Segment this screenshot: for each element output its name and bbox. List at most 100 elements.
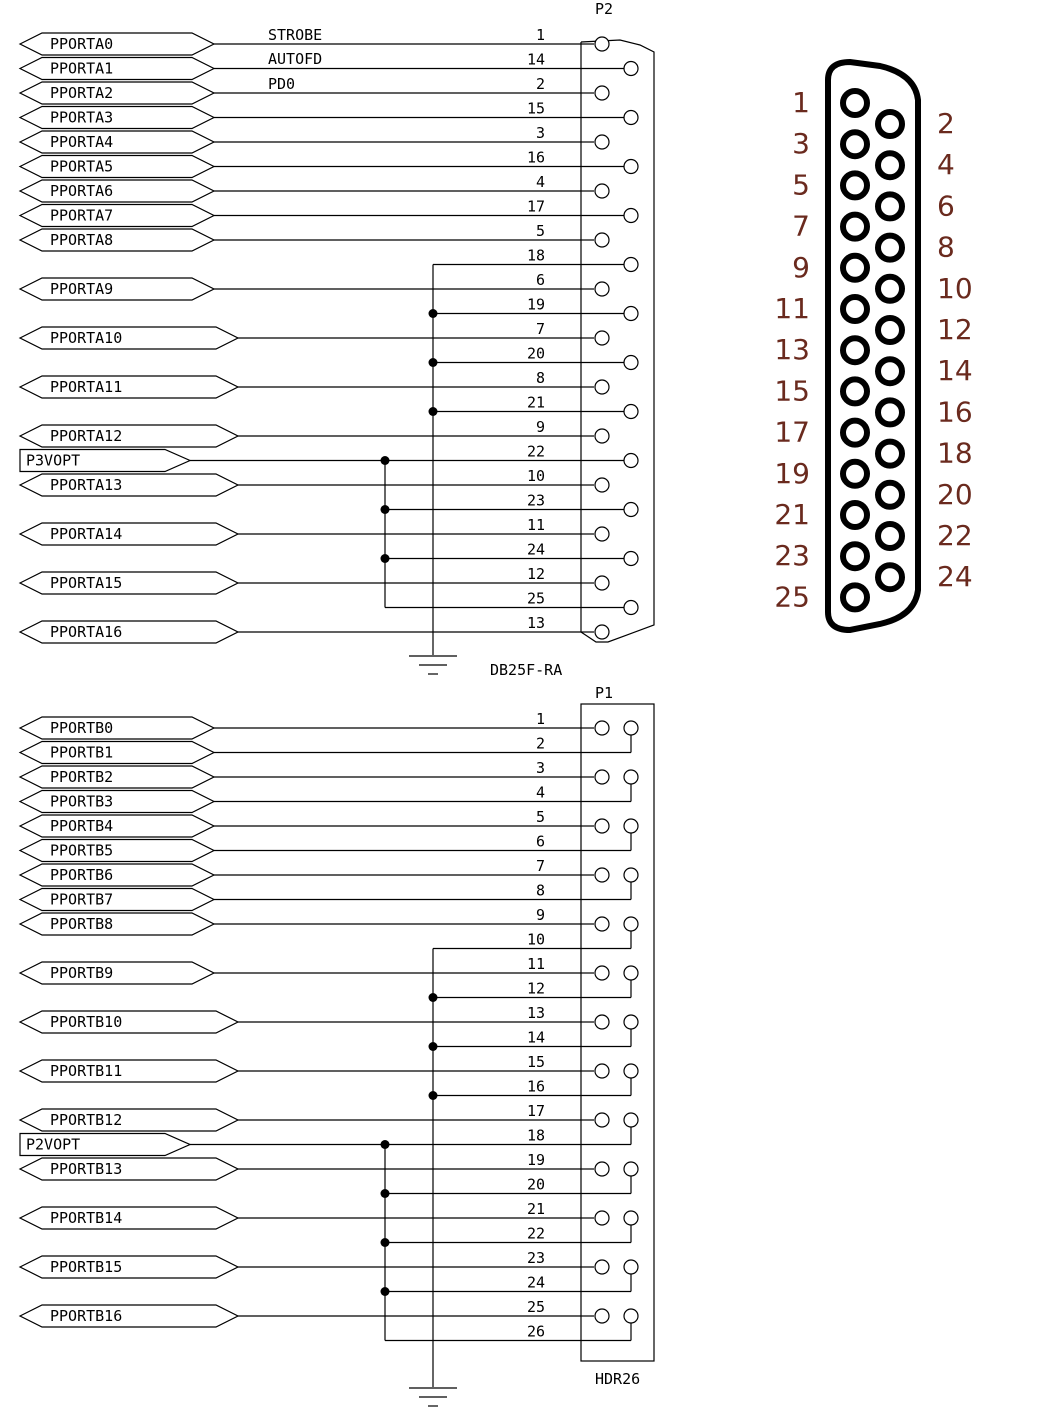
db25-pin-label: 23 <box>774 539 810 572</box>
pportb-port-label: PPORTB4 <box>50 817 113 835</box>
p1-pin-number: 23 <box>527 1249 545 1267</box>
junction-dot <box>380 505 390 514</box>
db25-pin-label: 7 <box>792 210 810 243</box>
p1-pin-number: 26 <box>527 1323 545 1341</box>
db25-pin-hole <box>840 376 870 407</box>
p2-pin-number: 22 <box>527 443 545 461</box>
pporta-port-label: PPORTA4 <box>50 133 113 151</box>
db25-pin-hole <box>840 252 870 283</box>
pporta-port-label: PPORTA12 <box>50 427 122 445</box>
db25-pin-hole <box>875 315 905 345</box>
db25-pin-hole <box>875 273 905 304</box>
p2-pin-number: 13 <box>527 614 545 632</box>
p1-pin-contact <box>594 1063 610 1079</box>
p1-pin-number: 2 <box>536 735 545 753</box>
p2-pin-contact <box>594 85 610 101</box>
p1-pin-number: 20 <box>527 1176 545 1194</box>
p2-pin-contact <box>594 575 610 591</box>
db25-front-view: 1357911131517192123252468101214161820222… <box>774 86 972 613</box>
p1-part-label: HDR26 <box>595 1370 640 1388</box>
p1-pin-contact <box>594 867 610 883</box>
p2-pin-contact <box>594 36 610 52</box>
signal-name-pd0: PD0 <box>268 75 295 93</box>
db25-pin-label: 12 <box>937 313 973 346</box>
db25-pin-label: 5 <box>792 168 810 201</box>
db25-pin-label: 22 <box>937 519 973 552</box>
p1-pin-contact <box>594 1112 610 1128</box>
pportb-port-label: PPORTB12 <box>50 1111 122 1129</box>
db25-pin-label: 8 <box>937 231 955 264</box>
p1-pin-number: 11 <box>527 955 545 973</box>
p1-pin-contact <box>594 1308 610 1324</box>
p2-pin-contact <box>594 183 610 199</box>
p2-pin-contact <box>594 330 610 346</box>
db25-pin-label: 6 <box>937 189 955 222</box>
pportb-port-label: PPORTB1 <box>50 744 113 762</box>
p1-pin-contact <box>594 818 610 834</box>
p3vopt-label: P3VOPT <box>26 452 80 470</box>
p2-pin-contact <box>594 477 610 493</box>
p3vopt-port <box>19 448 192 473</box>
p2-pin-number: 18 <box>527 247 545 265</box>
pporta-port-label: PPORTA0 <box>50 35 113 53</box>
p2-pin-number: 1 <box>536 26 545 44</box>
db25-pin-hole <box>840 458 870 489</box>
pporta-port-label: PPORTA13 <box>50 476 122 494</box>
db25-pin-label: 9 <box>792 251 810 284</box>
p1-pin-contact <box>594 1161 610 1177</box>
db25-pin-label: 11 <box>774 292 810 325</box>
p1-pin-number: 6 <box>536 833 545 851</box>
p1-pin-number: 17 <box>527 1102 545 1120</box>
p1-pin-number: 4 <box>536 784 545 802</box>
junction-dot <box>428 309 438 318</box>
db25-pin-hole <box>840 541 870 572</box>
db25-pin-hole <box>840 335 870 366</box>
p2-pin-number: 12 <box>527 565 545 583</box>
p1-pin-contact <box>623 1063 639 1079</box>
junction-dot <box>428 1091 438 1100</box>
pportb-port-label: PPORTB2 <box>50 768 113 786</box>
ground-symbol <box>409 655 457 675</box>
p1-pin-number: 9 <box>536 906 545 924</box>
db25-pin-hole <box>840 582 870 613</box>
db25-pin-label: 19 <box>774 457 810 490</box>
pportb-port-label: PPORTB11 <box>50 1062 122 1080</box>
p1-pin-contact <box>623 1014 639 1030</box>
pportb-port-label: PPORTB13 <box>50 1160 122 1178</box>
p2-pin-number: 19 <box>527 296 545 314</box>
pportb-port-label: PPORTB10 <box>50 1013 122 1031</box>
p2-pin-contact <box>594 281 610 297</box>
pporta-port-label: PPORTA8 <box>50 231 113 249</box>
db25-pin-hole <box>840 294 870 324</box>
junction-dot <box>428 1042 438 1051</box>
p1-pin-number: 21 <box>527 1200 545 1218</box>
p2-pin-number: 20 <box>527 345 545 363</box>
pportb-port-label: PPORTB5 <box>50 842 113 860</box>
db25-pin-label: 24 <box>937 560 973 593</box>
p2-pin-contact <box>623 599 639 616</box>
p2-pin-contact <box>594 232 610 248</box>
signal-name-autofd: AUTOFD <box>268 50 322 68</box>
p1-pin-number: 8 <box>536 882 545 900</box>
p1-pin-number: 24 <box>527 1274 545 1292</box>
p1-pin-number: 22 <box>527 1225 545 1243</box>
p2-pin-number: 17 <box>527 198 545 216</box>
db25-pin-label: 2 <box>937 107 955 140</box>
db25-pin-hole <box>875 397 905 428</box>
p2-pin-number: 5 <box>536 222 545 240</box>
p2-pin-number: 14 <box>527 51 545 69</box>
db25-pin-hole <box>840 129 870 160</box>
junction-dot <box>428 407 438 416</box>
p2-pin-number: 2 <box>536 75 545 93</box>
pportb-port-label: PPORTB16 <box>50 1307 122 1325</box>
db25-front-view-outline <box>825 58 921 634</box>
p2-pin-contact <box>623 256 639 273</box>
db25-pin-hole <box>840 211 870 242</box>
pporta-port-label: PPORTA5 <box>50 158 113 176</box>
p1-pin-contact <box>623 1161 639 1177</box>
p2-pin-number: 6 <box>536 271 545 289</box>
p1-pin-number: 3 <box>536 759 545 777</box>
p2-pin-contact <box>623 452 639 469</box>
p2-pin-number: 25 <box>527 590 545 608</box>
pporta-port-label: PPORTA16 <box>50 623 122 641</box>
